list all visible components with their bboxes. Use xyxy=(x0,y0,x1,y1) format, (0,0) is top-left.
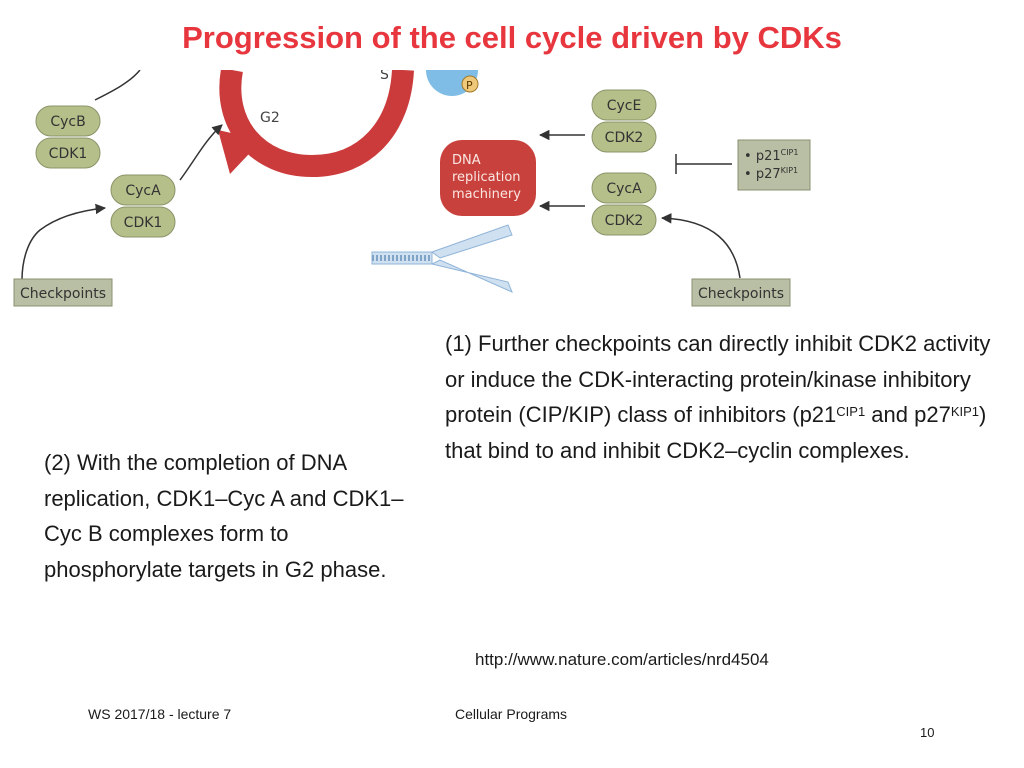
phase-s-label: S xyxy=(380,70,389,83)
checkpoints-right-label: Checkpoints xyxy=(698,286,784,302)
page-number: 10 xyxy=(920,725,935,740)
complex-cyca-cdk2: CycA CDK2 xyxy=(591,172,657,236)
paragraph-checkpoints: (1) Further checkpoints can directly inh… xyxy=(445,331,991,463)
cyca-right-label: CycA xyxy=(606,181,642,197)
phosphate-icon xyxy=(461,75,479,93)
dna-replication-box xyxy=(440,140,536,216)
phase-g2-label: G2 xyxy=(260,110,280,126)
dna-machinery-line3: machinery xyxy=(452,187,521,202)
checkpoints-right-box xyxy=(691,278,791,307)
checkpoints-left-label: Checkpoints xyxy=(20,286,106,302)
cell-cycle-arrowhead xyxy=(218,130,262,174)
cdk2-bottom-label: CDK2 xyxy=(605,213,644,229)
paragraph-dna-completion: (2) With the completion of DNA replicati… xyxy=(44,450,404,582)
cyce-label: CycE xyxy=(607,98,642,114)
cell-cycle-arrow xyxy=(219,70,414,178)
complex-cyce-cdk2: CycE CDK2 xyxy=(591,89,657,153)
cyca-left-label: CycA xyxy=(125,183,161,199)
arrow-checkpoint-to-cyca xyxy=(21,203,107,281)
dna-machinery-line2: replication xyxy=(452,170,521,185)
cdk1-bottom-label: CDK1 xyxy=(124,215,163,231)
arrow-cyca-to-cycle xyxy=(179,124,223,181)
inhibitor-box xyxy=(737,139,811,191)
phosphate-label: P xyxy=(466,79,473,92)
arrow-to-cycb xyxy=(94,70,141,101)
dna-machinery-line1: DNA xyxy=(452,153,481,168)
page-title: Progression of the cell cycle driven by … xyxy=(182,20,842,55)
cdk1-top-label: CDK1 xyxy=(49,146,88,162)
complex-cyca-cdk1: CycA CDK1 xyxy=(110,174,176,238)
dna-fork-icon xyxy=(371,224,513,293)
source-url[interactable]: http://www.nature.com/articles/nrd4504 xyxy=(475,650,769,669)
checkpoints-left-box xyxy=(13,278,113,307)
cell-cycle-diagram: G2 S P CycB CDK1 CycA CDK1 Checkpoints D… xyxy=(13,70,811,307)
cycb-label: CycB xyxy=(50,114,85,130)
arrow-checkpoint-to-cdk2 xyxy=(660,213,741,279)
cdk2-top-label: CDK2 xyxy=(605,130,644,146)
complex-cycb-cdk1: CycB CDK1 xyxy=(35,105,101,169)
footer-lecture: WS 2017/18 - lecture 7 xyxy=(88,706,232,722)
footer-course: Cellular Programs xyxy=(455,706,568,722)
